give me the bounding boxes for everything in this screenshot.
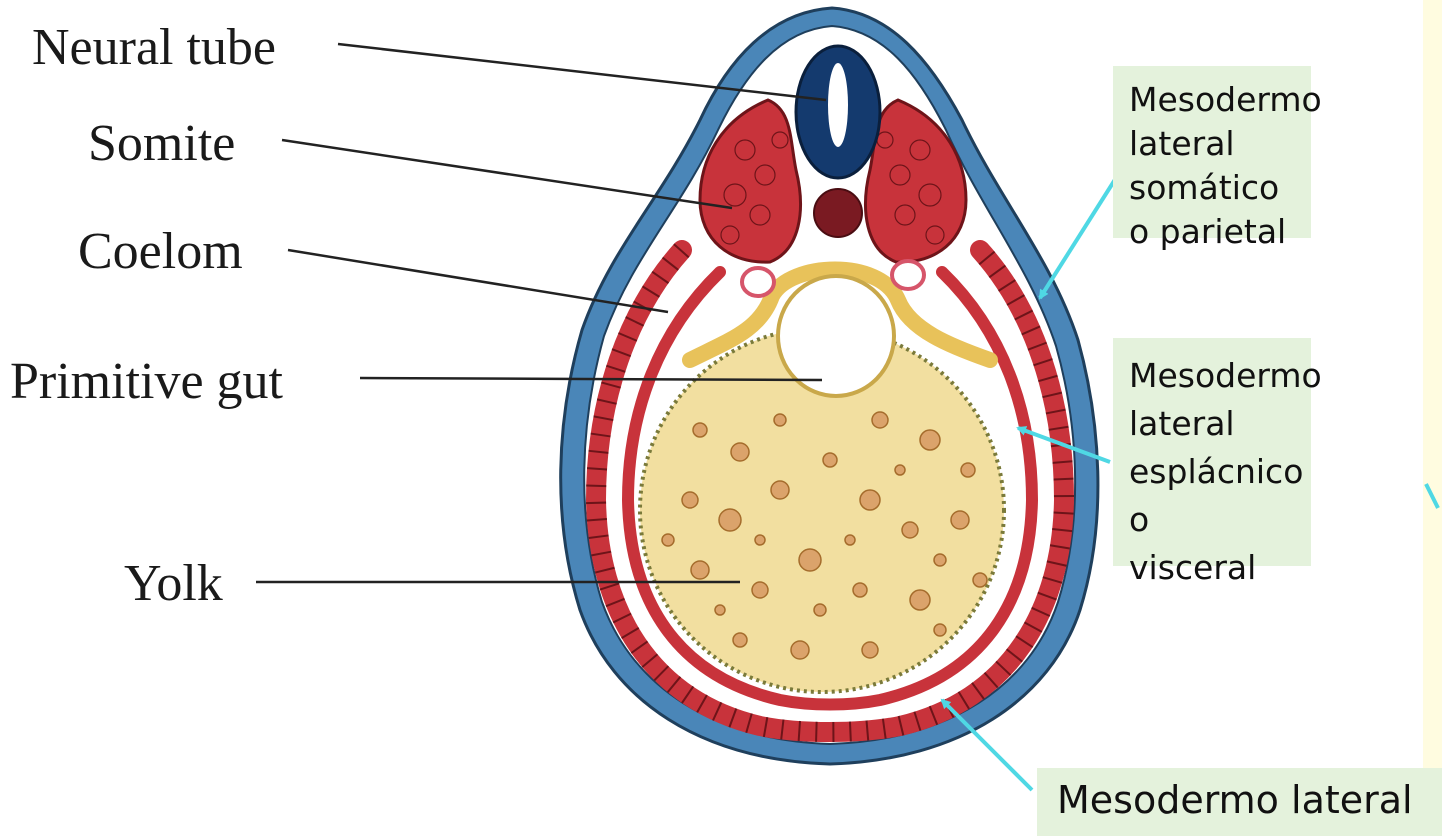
- callout-somatic-line-3: o parietal: [1129, 210, 1301, 254]
- arrow-somatic: [1040, 178, 1116, 298]
- label-coelom: Coelom: [78, 223, 243, 280]
- neural-tube-lumen: [828, 63, 848, 147]
- callout-somatic-line-2: lateral somático: [1129, 122, 1301, 210]
- arrow-edge-fragment: [1426, 484, 1438, 508]
- callout-splanchnic-mesoderm: Mesodermo lateral esplácnico o visceral: [1113, 338, 1311, 566]
- label-primitive-gut: Primitive gut: [10, 353, 284, 410]
- callout-splanchnic-line-2: lateral: [1129, 400, 1301, 448]
- notochord: [814, 189, 862, 237]
- callout-lateral-mesoderm: Mesodermo lateral: [1037, 768, 1442, 836]
- label-somite: Somite: [88, 115, 235, 172]
- primitive-gut-lumen: [778, 276, 894, 396]
- callout-somatic-line-1: Mesodermo: [1129, 78, 1301, 122]
- callout-splanchnic-line-3: esplácnico o: [1129, 448, 1301, 544]
- callout-splanchnic-line-4: visceral: [1129, 544, 1301, 592]
- label-neural-tube: Neural tube: [32, 19, 276, 76]
- leader-line-somite: [282, 140, 732, 208]
- nephric-duct-right: [892, 261, 924, 289]
- label-yolk: Yolk: [124, 555, 223, 612]
- callout-splanchnic-line-1: Mesodermo: [1129, 352, 1301, 400]
- callout-somatic-mesoderm: Mesodermo lateral somático o parietal: [1113, 66, 1311, 238]
- nephric-duct-left: [742, 268, 774, 296]
